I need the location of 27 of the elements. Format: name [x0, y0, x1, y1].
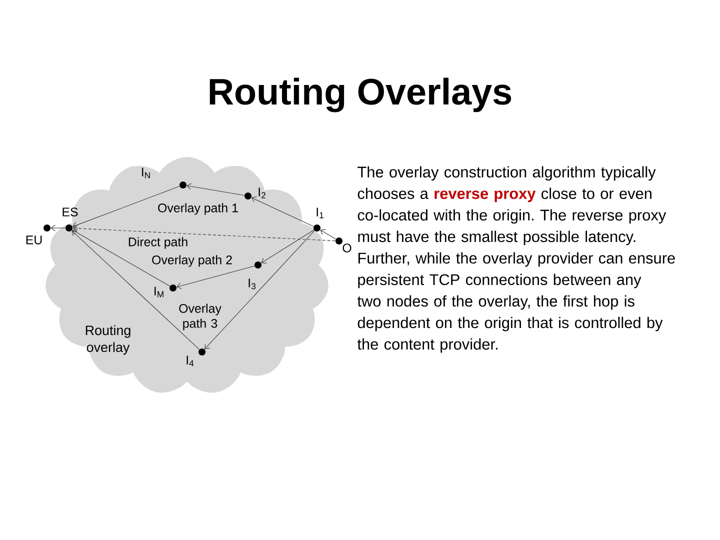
arrow: [72, 230, 200, 350]
arrow: [251, 196, 314, 227]
title: Routing Overlays: [210, 78, 512, 112]
path-label: Overlay path 3: [179, 304, 222, 330]
edge-label: Direct path: [126, 236, 190, 250]
arrow: [320, 229, 336, 240]
node-label: I$_{1}$: [316, 208, 324, 218]
node-label: I$_{3}$: [248, 278, 256, 290]
node-label: I$_{N}$: [142, 168, 150, 178]
arrow: [204, 230, 315, 350]
node-label: ES: [62, 208, 78, 216]
arrow: [50, 224, 66, 232]
node-label: I$_{4}$: [186, 356, 194, 366]
arrow: [186, 183, 245, 196]
arrow: [72, 225, 336, 242]
path-label: Overlay path 2: [152, 255, 232, 267]
node-label: O: [342, 244, 352, 252]
path-label: Overlay path 1: [158, 203, 238, 215]
arrow: [72, 229, 170, 286]
arrow: [176, 266, 255, 290]
node-label: I$_{M}$: [154, 286, 164, 298]
region-label: Routing overlay: [86, 325, 130, 355]
node-label: I$_{2}$: [258, 188, 266, 198]
paragraph: The overlay construction algorithm typically chooses a reverse proxy close to or even co-located with the origin. The reverse proxy must have the smallest possible latency. Further, while the overlay provider can ensure persistent TCP connections between any two nodes of the overlay, the first hop is dependent on the origin that is controlled by the content provider.: [357, 166, 675, 353]
arrow: [72, 186, 180, 228]
arrow: [261, 230, 314, 264]
node-label: EU: [26, 236, 42, 244]
